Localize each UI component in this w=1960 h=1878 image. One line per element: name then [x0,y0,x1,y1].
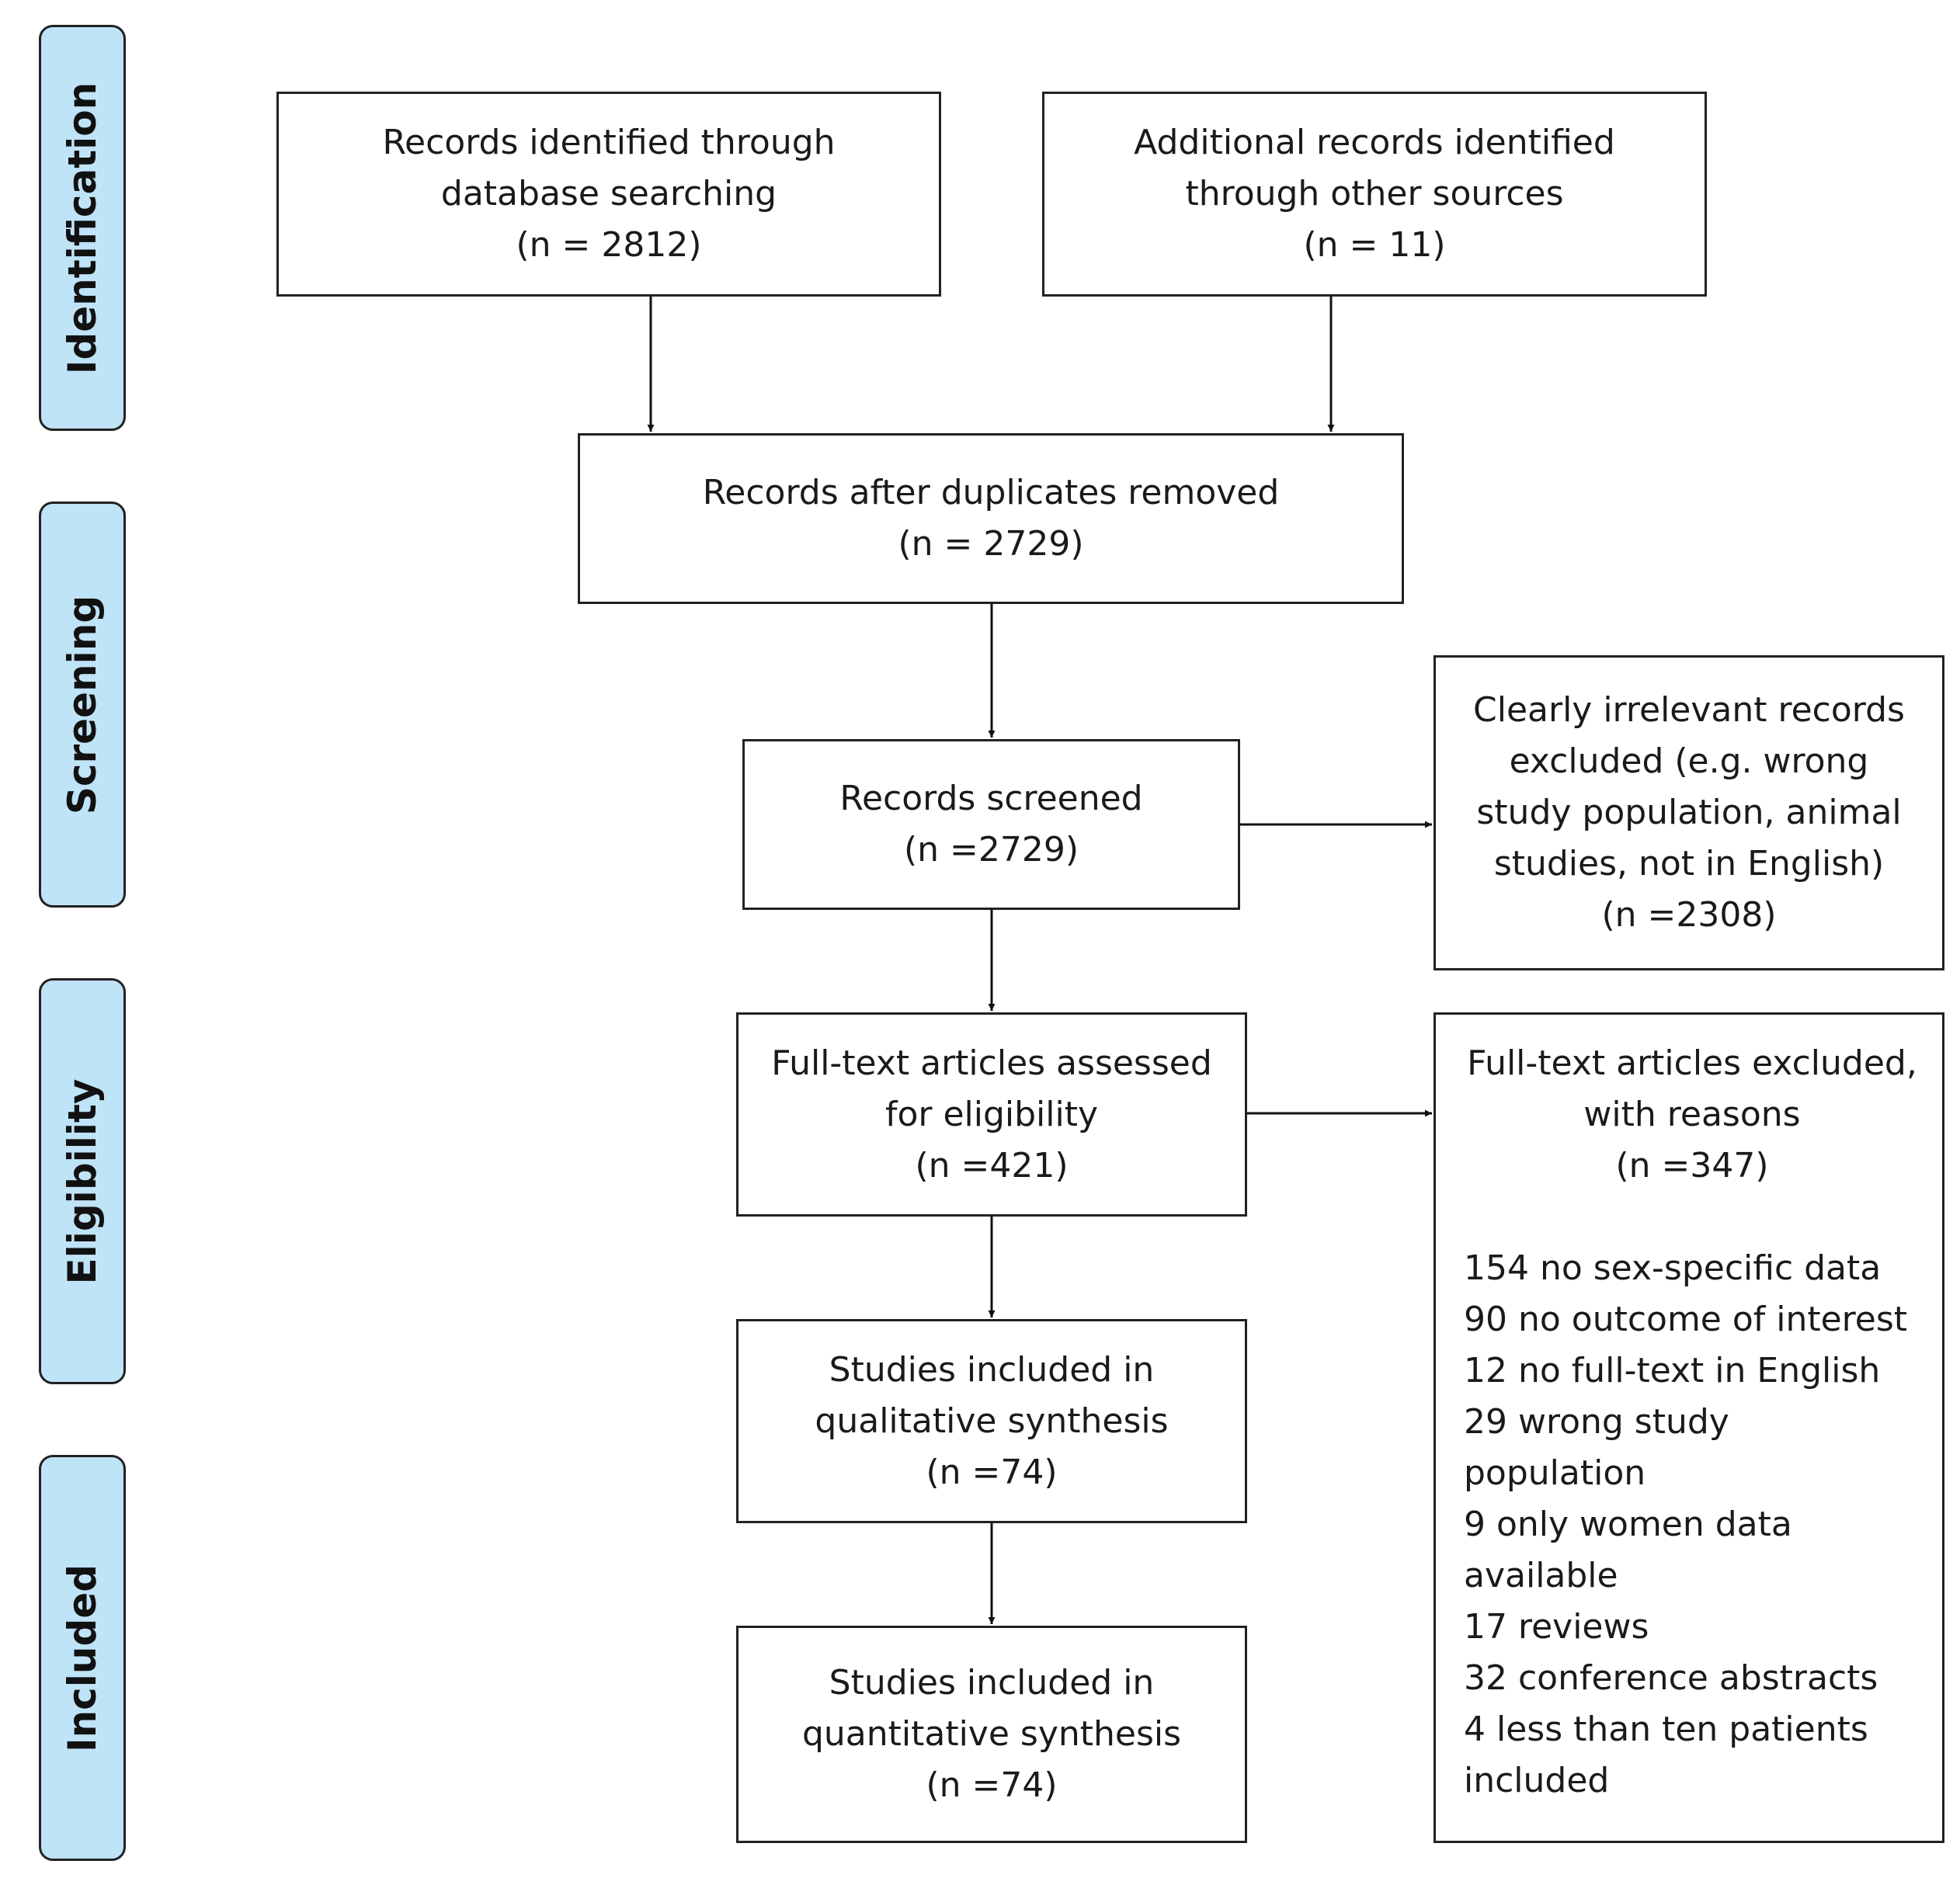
box-database-search: Records identified through database sear… [276,92,941,297]
box-screen-excluded: Clearly irrelevant records excluded (e.g… [1434,655,1944,970]
box-quantitative-synthesis: Studies included in quantitative synthes… [736,1626,1247,1843]
box-fulltext-assessed: Full-text articles assessed for eligibil… [736,1012,1247,1217]
exclusion-reason: 12 no full-text in English [1464,1351,1881,1390]
exclusion-reason: 4 less than ten patients included [1464,1710,1868,1800]
phase-included: Included [39,1455,126,1861]
box-fulltext-excluded: Full-text articles excluded, with reason… [1434,1012,1944,1843]
exclusion-reason: 32 conference abstracts [1464,1658,1878,1698]
exclusion-reason: 90 no outcome of interest [1464,1300,1908,1339]
exclusion-reason: 17 reviews [1464,1607,1649,1647]
box-records-screened: Records screened (n =2729) [742,739,1240,910]
phase-eligibility: Eligibility [39,978,126,1384]
exclusion-reason: 9 only women data available [1464,1505,1792,1595]
box-qualitative-synthesis: Studies included in qualitative synthesi… [736,1319,1247,1523]
box-other-sources: Additional records identified through ot… [1042,92,1707,297]
box-duplicates-removed: Records after duplicates removed (n = 27… [578,433,1404,604]
exclusion-reason: 29 wrong study population [1464,1402,1729,1493]
phase-screening: Screening [39,502,126,908]
exclusion-reason: 154 no sex-specific data [1464,1248,1882,1288]
phase-identification: Identification [39,25,126,431]
